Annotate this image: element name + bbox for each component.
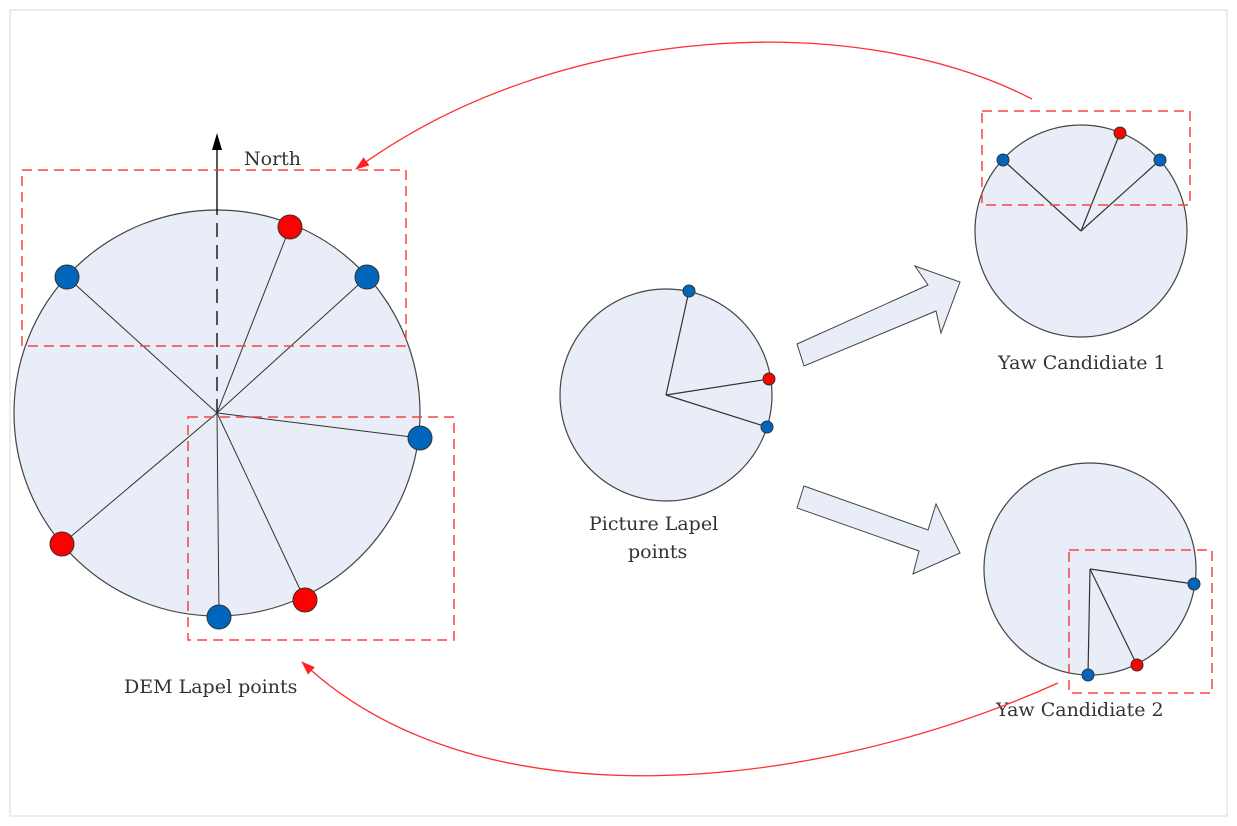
picture-disk-group: Picture Lapel points (559, 284, 776, 563)
dem-point-red (277, 214, 303, 240)
dem-bottom-dashed-box (187, 416, 455, 641)
curve-arrow-yaw1-to-dem (355, 41, 1033, 170)
yaw1-point-blue (996, 153, 1010, 167)
block-arrow-to-yaw2 (796, 485, 961, 575)
curve-arrow-yaw2-to-dem (301, 661, 1059, 777)
dem-points (49, 214, 433, 630)
dem-point-red (49, 531, 75, 557)
dem-ray (66, 276, 218, 414)
north-label: North (244, 148, 301, 170)
dem-rays (61, 226, 421, 618)
picture-ray (665, 290, 690, 396)
yaw2-point-blue (1187, 577, 1201, 591)
yaw2-dashed-box (1068, 549, 1213, 694)
yaw2-point-blue (1081, 668, 1095, 682)
picture-ray (665, 378, 770, 396)
yaw2-ray (1089, 568, 1138, 666)
yaw2-point-red (1130, 658, 1144, 672)
picture-point-red (762, 372, 776, 386)
yaw1-label: Yaw Candidiate 1 (997, 352, 1166, 374)
dem-ray (216, 226, 291, 414)
dem-disk-group: North DEM Lapel points (13, 133, 455, 698)
picture-label-line2: points (628, 541, 687, 563)
dem-ray (216, 412, 421, 439)
yaw1-ray (1080, 132, 1121, 232)
dem-ray (216, 412, 220, 618)
dem-point-blue (354, 264, 380, 290)
yaw2-label: Yaw Candidiate 2 (995, 699, 1164, 721)
picture-ray (665, 394, 768, 428)
picture-point-blue (682, 284, 696, 298)
yaw1-group: Yaw Candidiate 1 (974, 110, 1191, 374)
picture-label-line1: Picture Lapel (589, 513, 718, 535)
yaw1-ray (1002, 159, 1082, 232)
dem-point-blue (407, 425, 433, 451)
dem-point-blue (54, 264, 80, 290)
yaw2-group: Yaw Candidiate 2 (983, 462, 1213, 721)
yaw2-ray (1087, 568, 1091, 676)
dem-top-dashed-box (21, 169, 407, 347)
dem-point-blue (206, 604, 232, 630)
yaw1-point-blue (1153, 153, 1167, 167)
yaw1-point-red (1113, 126, 1127, 140)
dem-ray (61, 412, 218, 545)
outer-frame (9, 9, 1228, 817)
dem-label: DEM Lapel points (124, 676, 297, 698)
yaw1-dashed-box (981, 110, 1191, 206)
dem-point-red (292, 587, 318, 613)
yaw2-ray (1089, 568, 1195, 585)
north-arrowhead-icon (212, 133, 222, 150)
dem-ray (216, 412, 306, 601)
block-arrow-to-yaw1 (796, 265, 961, 367)
picture-point-blue (760, 420, 774, 434)
dem-ray (216, 276, 368, 414)
yaw1-ray (1080, 159, 1161, 232)
